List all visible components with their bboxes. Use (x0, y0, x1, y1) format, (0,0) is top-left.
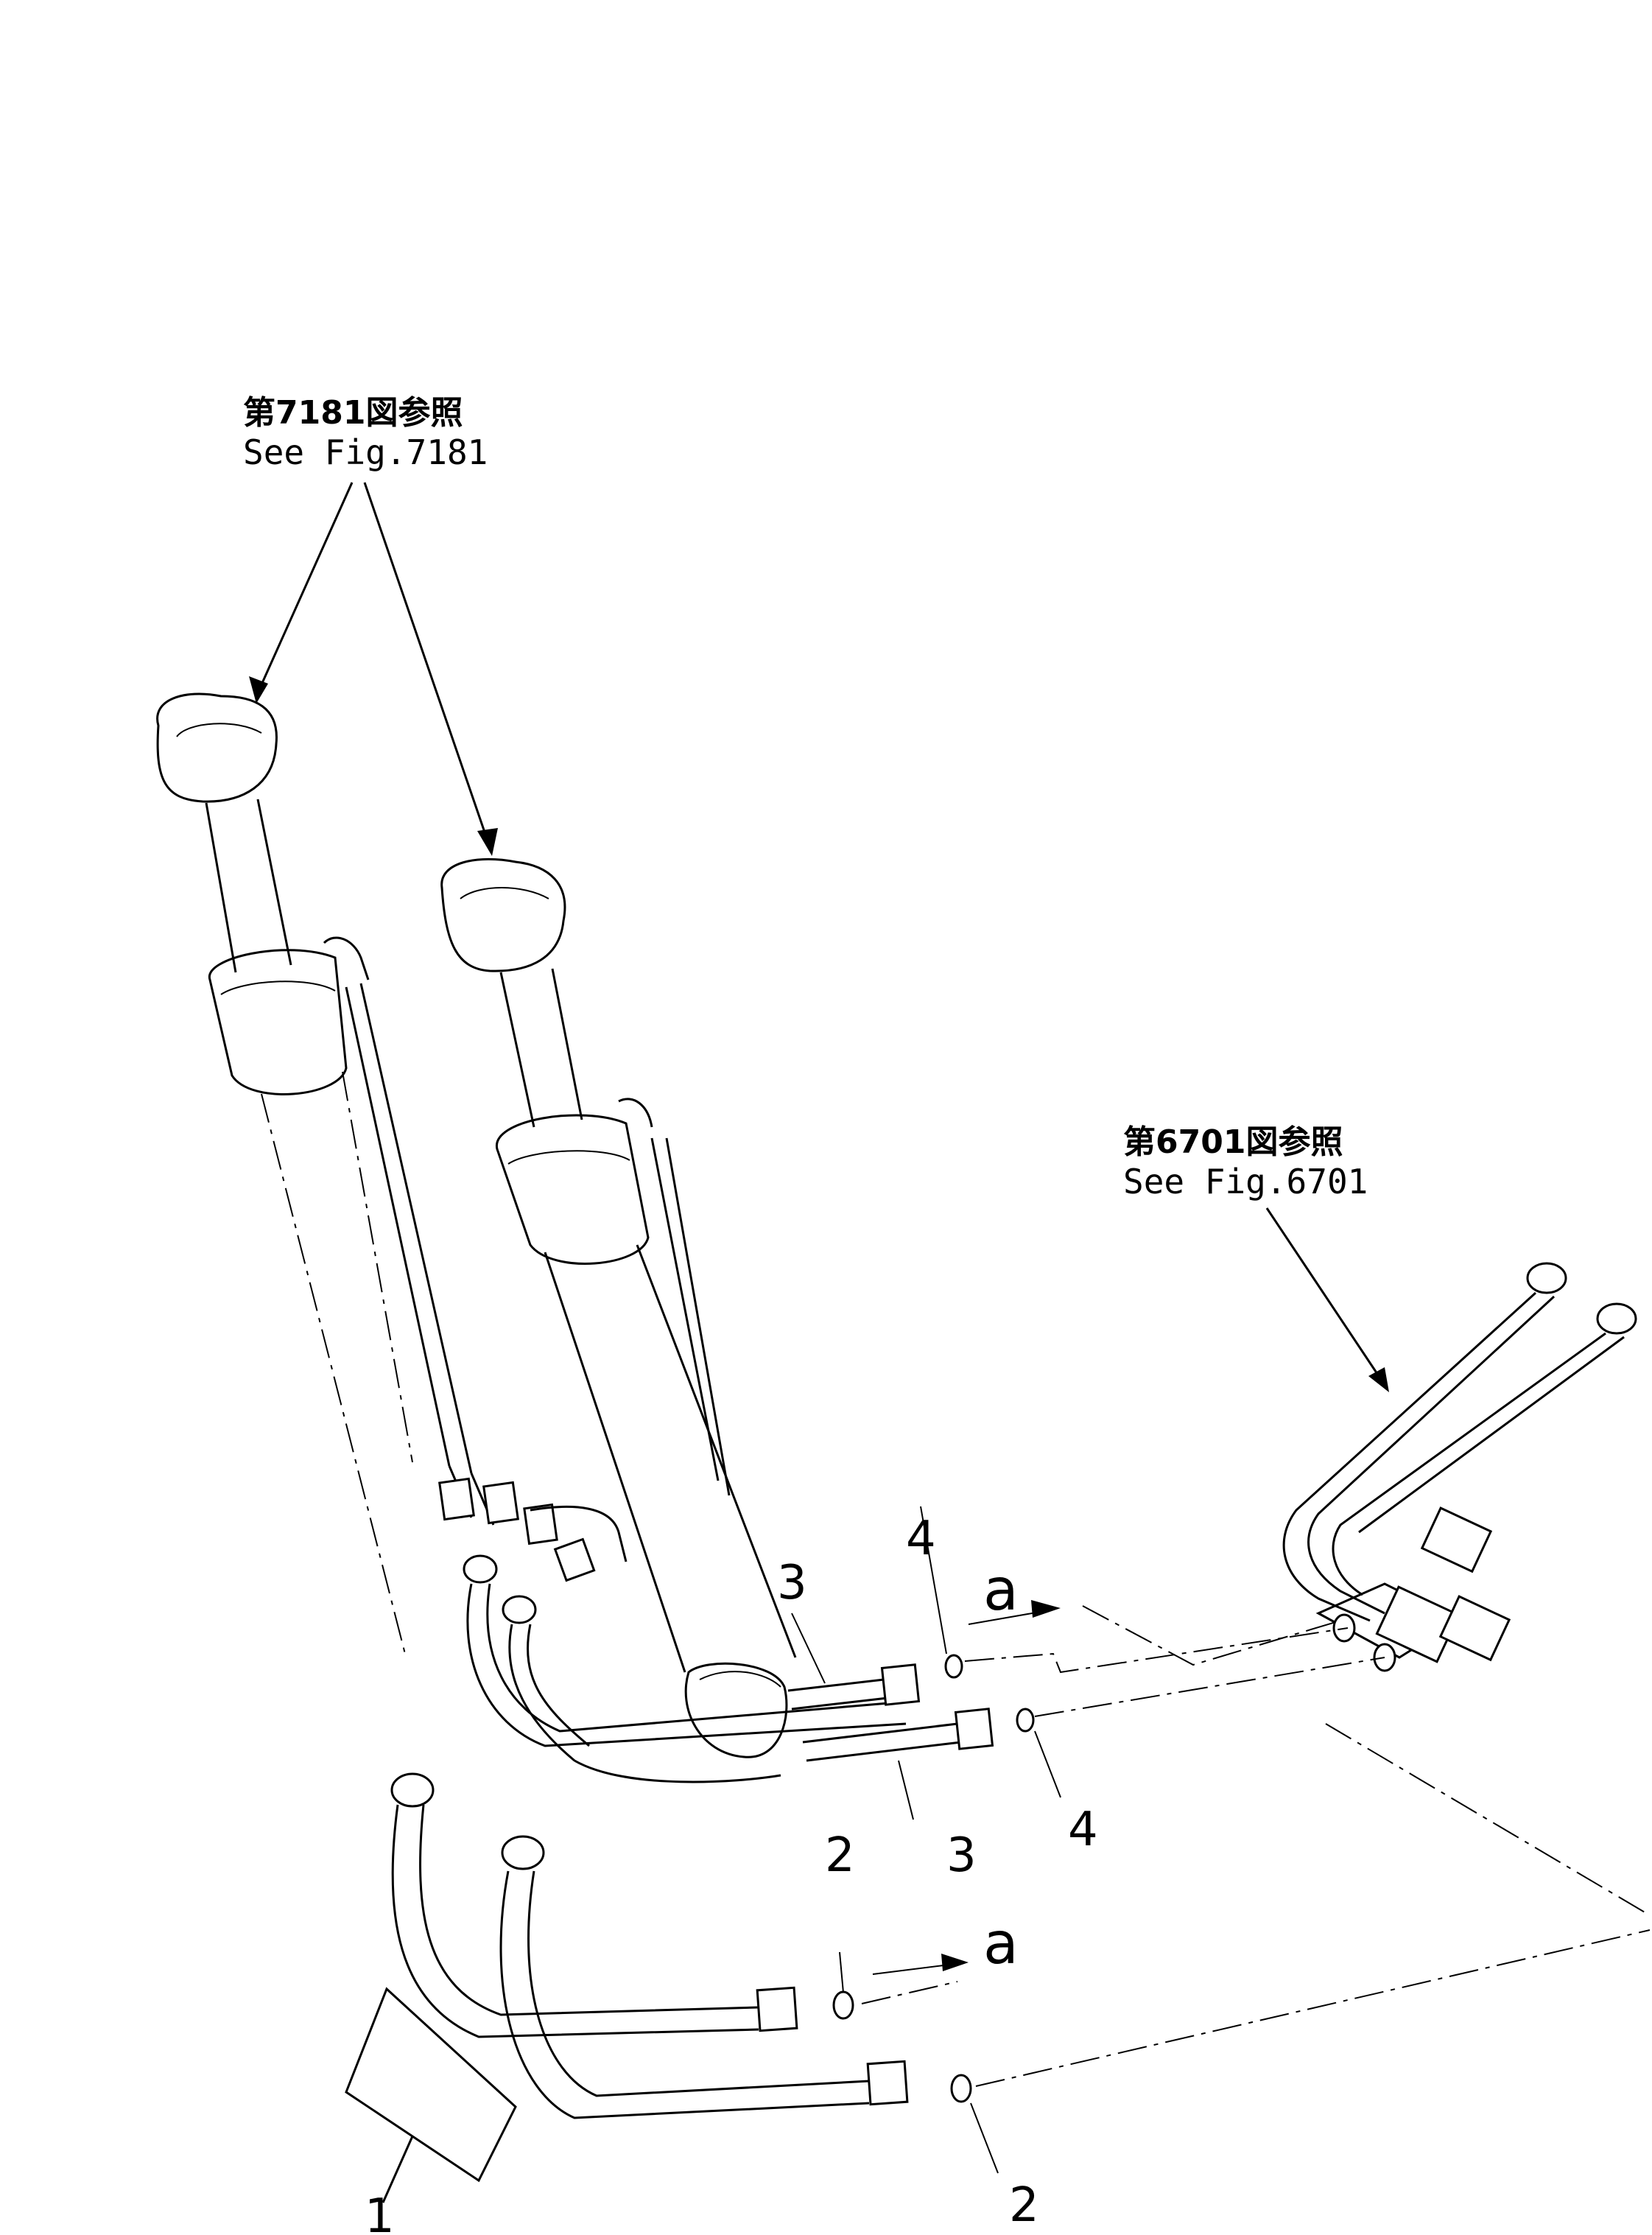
callout-part4-upper: 4 (906, 1512, 936, 1566)
callout-part4-lower: 4 (1068, 1803, 1098, 1857)
callout-part2-lower: 2 (1009, 2178, 1039, 2233)
callout-part2-upper: 2 (825, 1828, 855, 1883)
part3-hoses (787, 1663, 994, 1762)
ref-fig7181-en: See Fig.7181 (243, 432, 488, 472)
callout-part1: 1 (365, 2189, 395, 2235)
callout-leaders (791, 1506, 1061, 2174)
part4-orings (944, 1654, 1035, 1733)
cylinder-fittings (438, 1477, 628, 1582)
callout-a-lower: a (983, 1911, 1019, 1977)
part2-orings (832, 1990, 972, 2103)
leader-fig6701 (1265, 1207, 1389, 1392)
ref-fig6701-en: See Fig.6701 (1123, 1162, 1368, 1201)
upper-hoses (463, 1554, 907, 1783)
right-pipe-assembly (1282, 1262, 1637, 1672)
left-cylinder (156, 692, 495, 1655)
leader-fig7181 (249, 482, 498, 856)
callout-part3-upper: 3 (777, 1556, 807, 1610)
right-cylinder (440, 857, 797, 1758)
callout-a-upper: a (983, 1557, 1019, 1624)
callout-part3-lower: 3 (946, 1828, 977, 1883)
phantom-lines (861, 1605, 1651, 2087)
ref-fig7181-jp: 第7181図参照 (243, 394, 463, 432)
ref-fig6701-jp: 第6701図参照 (1123, 1123, 1343, 1161)
part1-bracket (345, 1987, 517, 2203)
lower-hoses (390, 1772, 909, 2119)
